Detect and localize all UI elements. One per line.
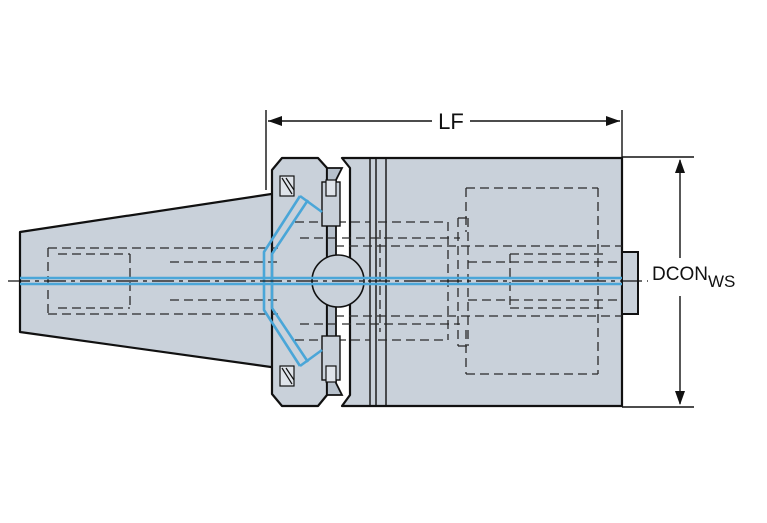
- dcon-subscript: WS: [708, 272, 735, 291]
- dcon-base: DCON: [652, 264, 708, 285]
- ring-sections: [279, 175, 337, 387]
- lf-label: LF: [438, 109, 464, 134]
- rear-spigot: [621, 251, 639, 315]
- holder-body: [340, 156, 624, 408]
- dcon-label: DCONWS: [652, 264, 735, 291]
- lf-dimension: [265, 110, 623, 190]
- dcon-dimension: [622, 156, 694, 408]
